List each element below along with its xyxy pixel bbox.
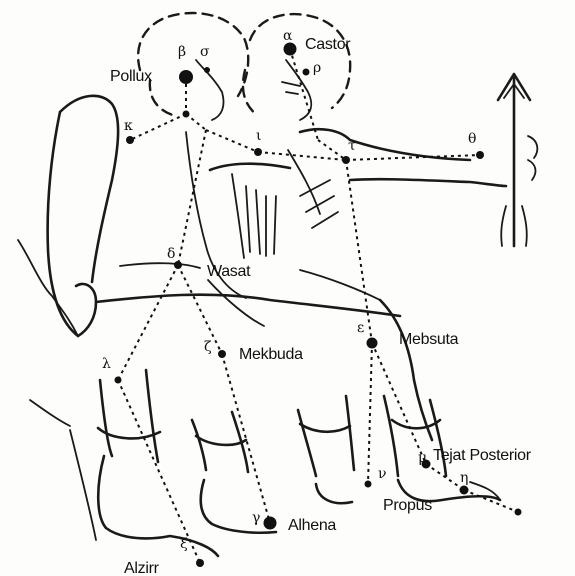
label-castor: Castor (305, 36, 351, 53)
label-alzirr: Alzirr (124, 560, 160, 576)
label-propus: Propus (383, 497, 432, 514)
star-alhena (264, 517, 277, 530)
greek-alpha: α (283, 28, 293, 44)
greek-beta: β (178, 44, 186, 60)
star-rho (303, 69, 310, 76)
star-tau (342, 156, 350, 164)
greek-tau: τ (348, 138, 356, 154)
greek-zeta: ζ (204, 339, 212, 355)
label-alhena: Alhena (288, 517, 336, 534)
greek-nu: ν (378, 466, 387, 482)
greek-delta: δ (167, 246, 175, 262)
star-lambda (115, 377, 122, 384)
label-tejat-posterior: Tejat Posterior (433, 447, 532, 464)
star-mekbuda (218, 350, 226, 358)
greek-sigma: σ (200, 44, 210, 60)
label-wasat: Wasat (207, 263, 251, 280)
star-unnamed (515, 509, 522, 516)
greek-kappa: κ (124, 118, 133, 134)
star-kappa (126, 136, 134, 144)
label-pollux: Pollux (110, 68, 152, 85)
star-mebsuta (367, 338, 378, 349)
greek-eta: η (460, 470, 468, 486)
star-iota (254, 148, 262, 156)
star-wasat (174, 261, 182, 269)
greek-epsilon: ε (357, 320, 364, 336)
star-sigma (204, 67, 210, 73)
label-mekbuda: Mekbuda (239, 346, 303, 363)
star-nu (365, 481, 372, 488)
greek-gamma: γ (252, 510, 260, 526)
greek-mu: μ (418, 450, 427, 466)
greek-letters: β α δ ζ ε μ η γ ξ σ ρ κ ι τ θ λ ν (102, 28, 476, 552)
star-pollux (179, 70, 193, 84)
greek-iota: ι (256, 128, 262, 144)
star-castor (284, 43, 297, 56)
greek-theta: θ (468, 131, 476, 147)
greek-lambda: λ (102, 356, 111, 372)
greek-rho: ρ (313, 60, 321, 76)
star-propus (460, 486, 469, 495)
star-theta (476, 151, 484, 159)
greek-xi: ξ (180, 536, 188, 552)
star-upsilon (183, 111, 190, 118)
star-alzirr (196, 559, 204, 567)
label-mebsuta: Mebsuta (399, 331, 459, 348)
